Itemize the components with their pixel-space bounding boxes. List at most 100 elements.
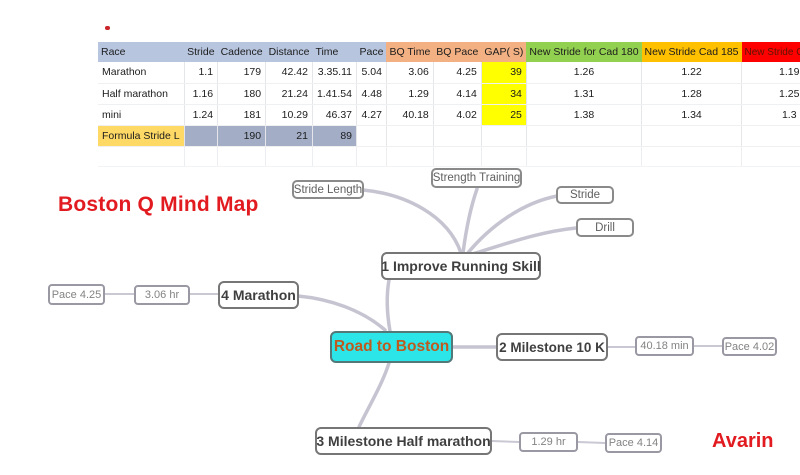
cell: 1.38 xyxy=(526,104,643,126)
node-drill[interactable]: Drill xyxy=(576,218,634,237)
signature: Avarin xyxy=(712,430,774,452)
cell: 40.18 xyxy=(386,104,434,126)
cell xyxy=(741,125,800,147)
cell xyxy=(481,125,527,147)
cell xyxy=(312,146,358,167)
cell: 42.42 xyxy=(265,62,313,84)
cell: 3.06 xyxy=(386,62,434,84)
cell: 1.29 xyxy=(386,83,434,105)
table-header-row: Race Stride Cadence Distance Time Pace B… xyxy=(98,42,800,62)
cell xyxy=(356,146,387,167)
link-time-half xyxy=(491,440,520,443)
cell xyxy=(217,146,267,167)
node-time-10k[interactable]: 40.18 min xyxy=(635,336,694,356)
cell: 190 xyxy=(217,125,267,147)
table-row-mini: mini 1.24 181 10.29 46.37 4.27 40.18 4.0… xyxy=(98,104,800,126)
node-time-marathon[interactable]: 3.06 hr xyxy=(134,285,190,305)
cell xyxy=(641,125,743,147)
header-new-stride-190: New Stride Cad 190 xyxy=(741,42,800,62)
cell: 10.29 xyxy=(265,104,313,126)
node-stride-length[interactable]: Stride Length xyxy=(292,180,364,199)
cell xyxy=(98,146,185,167)
cell xyxy=(184,146,219,167)
header-time: Time xyxy=(312,42,357,62)
node-marathon[interactable]: 4 Marathon xyxy=(218,281,299,309)
node-pace-10k[interactable]: Pace 4.02 xyxy=(722,337,777,356)
cell: 1.41.54 xyxy=(312,83,358,105)
cell: 4.02 xyxy=(433,104,482,126)
cell: 1.3 xyxy=(741,104,800,126)
node-pace-marathon[interactable]: Pace 4.25 xyxy=(48,284,105,305)
cell: Half marathon xyxy=(98,83,185,105)
header-race: Race xyxy=(98,42,185,62)
cell: 21 xyxy=(265,125,313,147)
table-row-half-marathon: Half marathon 1.16 180 21.24 1.41.54 4.4… xyxy=(98,83,800,105)
branch-root-milestone-half xyxy=(357,361,391,429)
cell xyxy=(184,125,219,147)
cell: 4.48 xyxy=(356,83,387,105)
branch-root-improve xyxy=(385,278,392,333)
node-milestone-10k[interactable]: 2 Milestone 10 K xyxy=(496,333,608,361)
cell xyxy=(433,146,482,167)
cell: Marathon xyxy=(98,62,185,84)
cell: 89 xyxy=(312,125,358,147)
cell: 1.34 xyxy=(641,104,743,126)
training-table: Race Stride Cadence Distance Time Pace B… xyxy=(98,42,800,167)
branch-improve-drill xyxy=(467,226,578,257)
cell-gap: 34 xyxy=(481,83,527,105)
cell-gap: 25 xyxy=(481,104,527,126)
branch-improve-strength-training xyxy=(461,187,479,255)
node-improve-running-skill[interactable]: 1 Improve Running Skill xyxy=(381,252,541,280)
cell: 180 xyxy=(217,83,267,105)
cell: 1.25 xyxy=(741,83,800,105)
branch-improve-stride-length xyxy=(361,188,463,255)
cell: 1.16 xyxy=(184,83,219,105)
branch-root-marathon xyxy=(296,294,387,332)
cell xyxy=(741,146,800,167)
node-time-half[interactable]: 1.29 hr xyxy=(519,432,578,452)
cell xyxy=(641,146,743,167)
cell: 1.24 xyxy=(184,104,219,126)
cell: 1.22 xyxy=(641,62,743,84)
cell xyxy=(481,146,527,167)
cell: 5.04 xyxy=(356,62,387,84)
cell-gap: 39 xyxy=(481,62,527,84)
cell-formula-label: Formula Stride L xyxy=(98,125,185,147)
table-row-empty xyxy=(98,146,800,167)
table-row-marathon: Marathon 1.1 179 42.42 3.35.11 5.04 3.06… xyxy=(98,62,800,84)
cell: 46.37 xyxy=(312,104,358,126)
mindmap-root-node[interactable]: Road to Boston xyxy=(330,331,453,363)
node-pace-half[interactable]: Pace 4.14 xyxy=(605,433,662,453)
cell: mini xyxy=(98,104,185,126)
header-new-stride-180: New Stride for Cad 180 xyxy=(526,42,642,62)
cell xyxy=(386,125,434,147)
red-dot-mark xyxy=(105,26,110,30)
header-bq-time: BQ Time xyxy=(386,42,434,62)
cell xyxy=(433,125,482,147)
header-bq-pace: BQ Pace xyxy=(433,42,482,62)
node-milestone-half-marathon[interactable]: 3 Milestone Half marathon xyxy=(315,427,492,455)
header-gap: GAP( S) xyxy=(481,42,527,62)
header-stride: Stride xyxy=(184,42,218,62)
cell: 181 xyxy=(217,104,267,126)
header-new-stride-185: New Stride Cad 185 xyxy=(641,42,742,62)
cell: 4.27 xyxy=(356,104,387,126)
branch-improve-stride xyxy=(465,194,559,256)
cell: 1.1 xyxy=(184,62,219,84)
link-pace-half xyxy=(577,441,606,444)
cell: 3.35.11 xyxy=(312,62,358,84)
cell: 1.28 xyxy=(641,83,743,105)
cell xyxy=(356,125,387,147)
cell xyxy=(386,146,434,167)
node-strength-training[interactable]: Strength Training xyxy=(431,168,522,188)
cell: 21.24 xyxy=(265,83,313,105)
cell: 1.19 xyxy=(741,62,800,84)
node-stride[interactable]: Stride xyxy=(556,186,614,204)
page-title: Boston Q Mind Map xyxy=(58,193,259,216)
cell: 179 xyxy=(217,62,267,84)
cell xyxy=(526,125,643,147)
cell: 1.31 xyxy=(526,83,643,105)
cell: 4.25 xyxy=(433,62,482,84)
